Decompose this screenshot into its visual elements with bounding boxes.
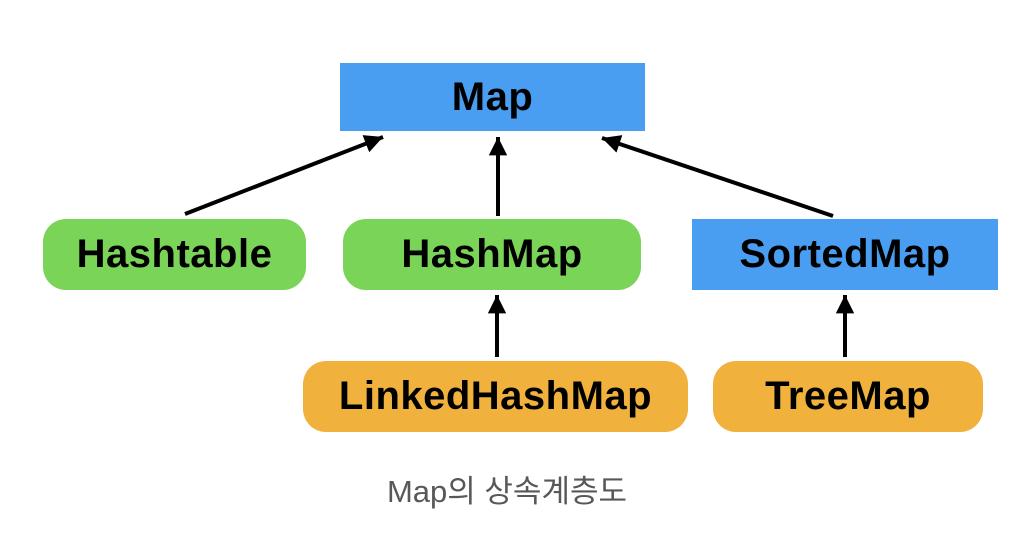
diagram-caption: Map의 상속계층도 xyxy=(386,474,628,509)
node-linkedhashmap-label: LinkedHashMap xyxy=(338,374,653,418)
node-hashmap-label: HashMap xyxy=(401,232,583,276)
arrow-hashtable-to-map xyxy=(184,135,384,216)
node-linkedhashmap: LinkedHashMap xyxy=(303,361,688,432)
arrow-sortedmap-to-map xyxy=(601,135,834,218)
node-map-label: Map xyxy=(451,74,534,119)
node-hashtable-label: Hashtable xyxy=(76,232,273,276)
node-map: Map xyxy=(340,63,645,131)
node-hashtable: Hashtable xyxy=(43,219,306,290)
node-sortedmap: SortedMap xyxy=(692,219,998,290)
node-hashmap: HashMap xyxy=(343,219,641,290)
node-treemap: TreeMap xyxy=(713,361,983,432)
node-sortedmap-label: SortedMap xyxy=(739,232,951,276)
node-treemap-label: TreeMap xyxy=(765,374,931,418)
